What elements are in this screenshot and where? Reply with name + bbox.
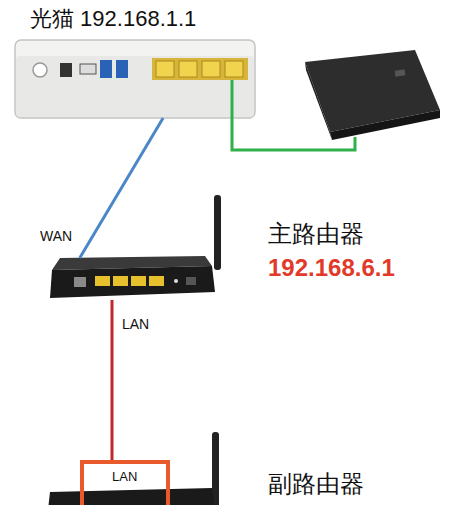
modem-box: 光猫 192.168.1.1 [15,40,255,118]
ip-address: 192.168.6.1 [268,254,395,282]
highlight-box: LAN [80,460,170,505]
tv-box-drawing [305,50,440,140]
modem-drawing [15,40,255,118]
port-label: LAN [110,470,139,485]
device-title: 主路由器 [268,220,364,248]
sub-router-drawing [48,432,219,505]
port-label: LAN [122,316,149,332]
network-cable [111,300,114,460]
network-cable [80,118,163,258]
sub-router-box: 副路由器LAN [48,486,215,505]
port-label: WAN [40,228,72,244]
device-title: 副路由器 [268,470,364,498]
main-router-box: 主路由器192.168.6.1 [50,258,215,300]
main-router-drawing [50,195,221,298]
device-title: 光猫 192.168.1.1 [30,6,196,31]
